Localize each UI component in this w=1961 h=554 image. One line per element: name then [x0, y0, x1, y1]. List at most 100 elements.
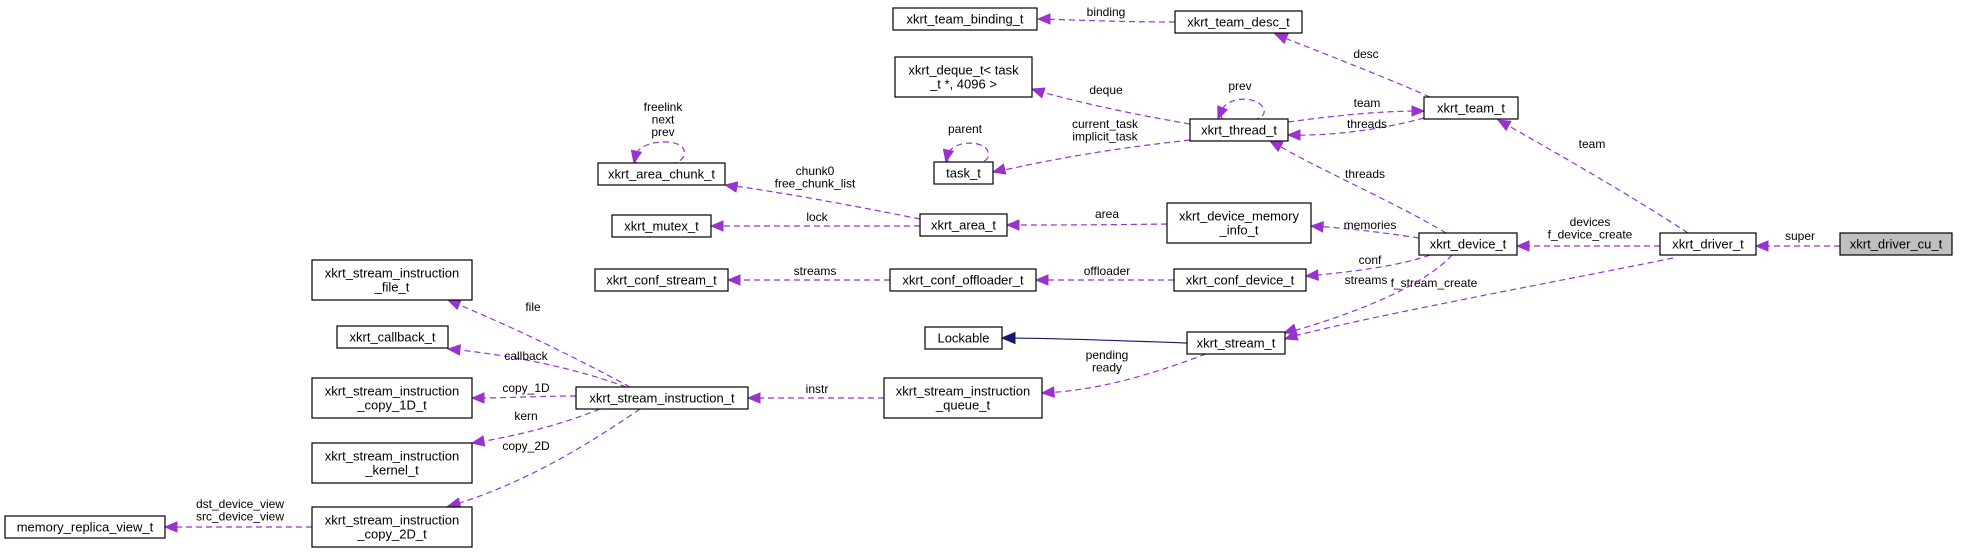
class-name: xkrt_device_t	[1430, 237, 1507, 252]
edge-line	[449, 408, 641, 507]
class-box	[311, 259, 473, 301]
class-name: xkrt_team_desc_t	[1187, 15, 1290, 30]
edge-label: f_stream_create	[1391, 276, 1478, 290]
class-box	[1418, 232, 1518, 256]
arrowhead-icon	[1034, 274, 1049, 286]
class-node-xkrt-stream-instruction-copy-1d-t[interactable]: xkrt_stream_instruction_copy_1D_t	[311, 377, 473, 419]
arrowhead-icon	[1309, 221, 1324, 233]
edge-label: next	[652, 113, 675, 127]
edge-line	[1286, 257, 1674, 339]
class-box	[336, 325, 449, 349]
class-box	[1839, 232, 1953, 256]
edge-label: kern	[514, 409, 537, 423]
class-node-xkrt-deque-t[interactable]: xkrt_deque_t< task_t *, 4096 >	[894, 56, 1033, 98]
class-node-xkrt-conf-stream-t[interactable]: xkrt_conf_stream_t	[594, 268, 729, 292]
class-box	[1166, 202, 1312, 244]
class-box	[1189, 118, 1289, 142]
edge-line	[473, 408, 601, 444]
arrowhead-icon	[1000, 331, 1016, 345]
edge-xkrt-stream-instruction-t-to-xkrt-callback-t: callback	[446, 344, 627, 388]
edge-label: area	[1095, 207, 1119, 221]
class-name: xkrt_team_t	[1437, 101, 1505, 116]
edge-line	[1287, 110, 1423, 123]
class-box	[1173, 268, 1307, 292]
edge-xkrt-thread-t-to-xkrt-team-t: team	[1287, 96, 1426, 123]
class-name: xkrt_mutex_t	[624, 219, 699, 234]
class-node-xkrt-driver-t[interactable]: xkrt_driver_t	[1659, 232, 1757, 256]
class-node-xkrt-team-binding-t[interactable]: xkrt_team_binding_t	[892, 7, 1038, 31]
edge-line	[1285, 254, 1453, 334]
class-box	[894, 56, 1033, 98]
class-node-xkrt-team-desc-t[interactable]: xkrt_team_desc_t	[1174, 10, 1303, 34]
class-name: _info_t	[1218, 223, 1258, 238]
arrowhead-icon	[470, 435, 486, 447]
class-box	[1186, 331, 1286, 355]
class-node-lockable[interactable]: Lockable	[924, 326, 1003, 350]
class-node-xkrt-mutex-t[interactable]: xkrt_mutex_t	[611, 214, 712, 238]
class-box	[889, 268, 1037, 292]
class-box	[311, 442, 473, 484]
class-node-xkrt-stream-instruction-t[interactable]: xkrt_stream_instruction_t	[575, 386, 749, 410]
edge-xkrt-team-t-to-xkrt-thread-t: threads	[1286, 117, 1425, 141]
class-node-xkrt-stream-instruction-kernel-t[interactable]: xkrt_stream_instruction_kernel_t	[311, 442, 473, 484]
arrowhead-icon	[1030, 87, 1046, 99]
class-node-xkrt-thread-t[interactable]: xkrt_thread_t	[1189, 118, 1289, 142]
edge-label: src_device_view	[196, 510, 284, 524]
arrowhead-icon	[163, 521, 178, 533]
edge-label: copy_2D	[502, 439, 550, 453]
edge-line	[1276, 34, 1431, 98]
class-name: _file_t	[374, 280, 410, 295]
class-node-xkrt-stream-instruction-queue-t[interactable]: xkrt_stream_instruction_queue_t	[883, 377, 1043, 419]
edge-label: parent	[948, 122, 983, 136]
class-node-xkrt-conf-device-t[interactable]: xkrt_conf_device_t	[1173, 268, 1307, 292]
edge-xkrt-team-t-to-xkrt-team-desc-t: desc	[1273, 33, 1431, 98]
class-node-xkrt-conf-offloader-t[interactable]: xkrt_conf_offloader_t	[889, 268, 1037, 292]
class-name: xkrt_stream_instruction_t	[589, 391, 735, 406]
edge-label: deque	[1089, 83, 1123, 97]
edge-line	[726, 184, 921, 220]
arrowhead-icon	[709, 220, 724, 232]
class-node-xkrt-driver-cu-t[interactable]: xkrt_driver_cu_t	[1839, 232, 1953, 256]
edge-label: copy_1D	[502, 381, 550, 395]
arrowhead-icon	[1411, 105, 1426, 117]
class-name: xkrt_callback_t	[350, 330, 436, 345]
class-name: xkrt_area_chunk_t	[608, 167, 715, 182]
class-node-memory-replica-view-t[interactable]: memory_replica_view_t	[4, 515, 166, 539]
class-node-xkrt-area-chunk-t[interactable]: xkrt_area_chunk_t	[597, 162, 726, 186]
class-node-xkrt-device-memory-info-t[interactable]: xkrt_device_memory_info_t	[1166, 202, 1312, 244]
arrowhead-icon	[726, 274, 741, 286]
class-name: xkrt_deque_t< task	[908, 63, 1019, 78]
edge-line	[1220, 98, 1265, 120]
edge-label: memories	[1344, 218, 1397, 232]
class-name: xkrt_stream_instruction	[325, 384, 459, 399]
class-node-xkrt-stream-instruction-file-t[interactable]: xkrt_stream_instruction_file_t	[311, 259, 473, 301]
class-node-xkrt-stream-t[interactable]: xkrt_stream_t	[1186, 331, 1286, 355]
edge-xkrt-device-memory-info-t-to-xkrt-area-t: area	[1005, 207, 1168, 231]
edge-label: team	[1354, 96, 1381, 110]
class-name: xkrt_conf_stream_t	[606, 273, 717, 288]
class-box	[933, 161, 994, 185]
class-node-xkrt-callback-t[interactable]: xkrt_callback_t	[336, 325, 449, 349]
edge-label: binding	[1087, 5, 1126, 19]
edge-xkrt-stream-instruction-t-to-xkrt-stream-instruction-kernel-t: kern	[470, 408, 601, 447]
edge-line	[1271, 141, 1447, 234]
class-node-xkrt-device-t[interactable]: xkrt_device_t	[1418, 232, 1518, 256]
edge-label: lock	[806, 210, 828, 224]
class-node-xkrt-team-t[interactable]: xkrt_team_t	[1423, 96, 1519, 120]
class-node-task-t[interactable]: task_t	[933, 161, 994, 185]
class-name: xkrt_stream_instruction	[325, 513, 459, 528]
arrowhead-icon	[446, 299, 462, 311]
edge-xkrt-stream-instruction-queue-t-to-xkrt-stream-instruction-t: instr	[746, 382, 884, 404]
class-box	[311, 377, 473, 419]
class-node-xkrt-area-t[interactable]: xkrt_area_t	[919, 213, 1008, 237]
class-box	[575, 386, 749, 410]
arrowhead-icon	[470, 392, 485, 404]
class-node-xkrt-stream-instruction-copy-2d-t[interactable]: xkrt_stream_instruction_copy_2D_t	[311, 506, 473, 548]
class-name: xkrt_conf_offloader_t	[902, 273, 1024, 288]
class-name: xkrt_stream_instruction	[325, 449, 459, 464]
edge-label: conf	[1359, 253, 1382, 267]
